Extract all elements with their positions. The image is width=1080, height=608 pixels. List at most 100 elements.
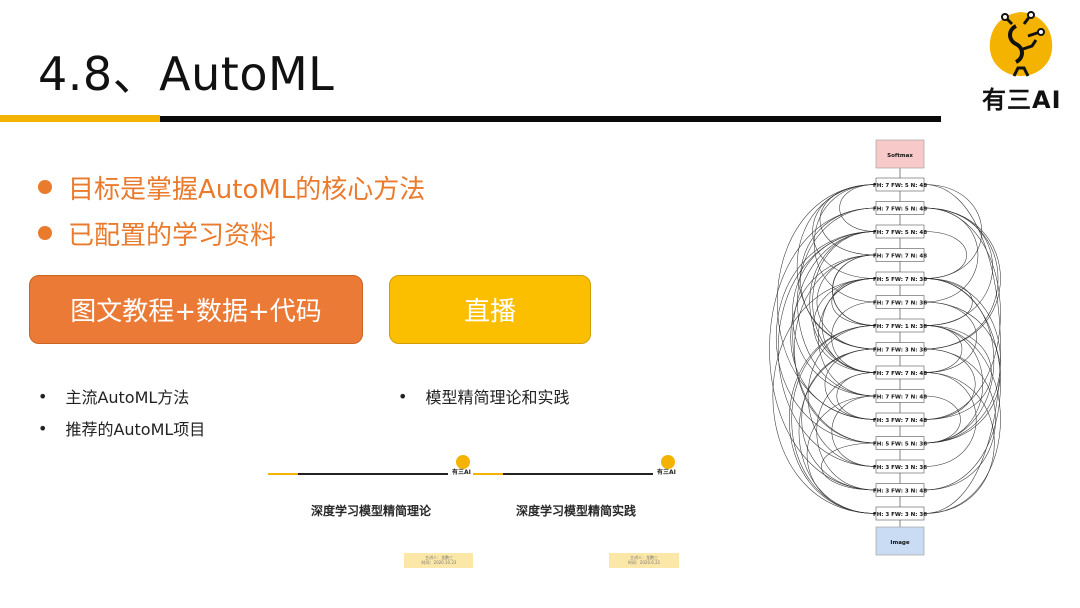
skip-arc <box>821 442 877 491</box>
layer-node: FH: 7 FW: 3 N: 36 <box>873 342 927 356</box>
layer-node: FH: 7 FW: 7 N: 48 <box>873 365 927 380</box>
layer-node: FH: 7 FW: 7 N: 48 <box>873 389 927 403</box>
thumb-note-line: 时间：2020.10.23 <box>421 560 457 565</box>
layer-label: FH: 5 FW: 7 N: 36 <box>873 277 927 283</box>
layer-node: FH: 3 FW: 3 N: 36 <box>873 506 927 521</box>
bullet-item: 目标是掌握AutoML的核心方法 <box>38 164 425 210</box>
live-sub-list: 模型精简理论和实践 <box>398 380 569 412</box>
skip-arc <box>777 184 877 420</box>
thumb-note-line: 时间：2020.6.21 <box>627 560 661 565</box>
image-label: Image <box>890 540 909 546</box>
layer-label: FH: 7 FW: 7 N: 36 <box>873 300 927 306</box>
live-button[interactable]: 直播 <box>389 275 591 344</box>
thumb-bar <box>298 473 448 475</box>
layer-label: FH: 3 FW: 3 N: 36 <box>873 512 927 518</box>
skip-arc <box>923 231 967 279</box>
skip-arc <box>923 301 977 373</box>
skip-arc <box>816 254 877 350</box>
layer-node: FH: 5 FW: 5 N: 36 <box>873 436 927 450</box>
layer-node: FH: 3 FW: 3 N: 48 <box>873 483 927 497</box>
skip-arc <box>775 231 877 444</box>
skip-arc <box>923 325 992 420</box>
skip-arc <box>923 184 1001 514</box>
layer-label: FH: 7 FW: 1 N: 36 <box>873 324 927 330</box>
logo-text: 有三AI <box>982 86 1062 114</box>
bullet-text: 已配置的学习资料 <box>68 220 277 251</box>
layer-label: FH: 7 FW: 7 N: 48 <box>873 253 927 259</box>
skip-arc <box>923 184 983 279</box>
skip-arc <box>923 207 979 303</box>
skip-arc <box>923 278 1001 444</box>
layer-label: FH: 7 FW: 3 N: 36 <box>873 347 927 353</box>
thumbnail-theory[interactable]: 有三AI 深度学习模型精简理论 主讲人：龙鹏三 时间：2020.10.23 <box>268 452 474 570</box>
slide-title: 4.8、AutoML <box>38 47 335 101</box>
logo-icon <box>989 11 1053 77</box>
thumb-note: 主讲人：龙鹏三 时间：2020.6.21 <box>609 553 679 568</box>
bullet-text: 目标是掌握AutoML的核心方法 <box>68 174 426 205</box>
bullet-list: 目标是掌握AutoML的核心方法 已配置的学习资料 <box>38 164 425 256</box>
layer-node: FH: 3 FW: 3 N: 36 <box>873 459 927 474</box>
skip-arc <box>831 395 877 467</box>
layer-node: FH: 7 FW: 7 N: 48 <box>873 248 927 262</box>
skip-arc <box>792 231 877 444</box>
thumbnail-practice[interactable]: 有三AI 深度学习模型精简实践 主讲人：龙鹏三 时间：2020.6.21 <box>473 452 679 570</box>
layer-label: FH: 7 FW: 7 N: 48 <box>873 371 927 377</box>
thumb-logo-icon <box>456 455 470 469</box>
skip-arc <box>769 207 877 491</box>
layer-node: FH: 7 FW: 7 N: 36 <box>873 295 927 309</box>
skip-arc <box>923 207 993 326</box>
skip-arc <box>831 301 877 373</box>
thumb-logo-text: 有三AI <box>657 469 676 476</box>
bullet-dot-icon <box>38 180 52 194</box>
skip-arc <box>818 278 877 397</box>
skip-arc <box>816 372 877 491</box>
layer-node: FH: 7 FW: 5 N: 48 <box>873 224 927 239</box>
skip-arc <box>839 184 877 232</box>
list-item: 模型精简理论和实践 <box>398 380 569 412</box>
image-node: Image <box>875 526 925 556</box>
skip-arc <box>812 184 877 279</box>
title-underline <box>160 116 941 122</box>
skip-arc <box>923 325 963 373</box>
tutorial-sub-list: 主流AutoML方法 推荐的AutoML项目 <box>38 380 205 444</box>
bullet-dot-icon <box>38 226 52 240</box>
skip-arc <box>923 207 999 350</box>
skip-arc <box>797 207 877 397</box>
tutorial-button[interactable]: 图文教程+数据+代码 <box>29 275 363 344</box>
layer-node: FH: 3 FW: 7 N: 48 <box>873 412 927 427</box>
layer-label: FH: 7 FW: 5 N: 48 <box>873 230 927 236</box>
layer-node: FH: 7 FW: 5 N: 48 <box>873 177 927 192</box>
skip-arc <box>800 207 877 350</box>
thumb-note-line: 主讲人：龙鹏三 <box>630 555 658 560</box>
layer-node: FH: 5 FW: 7 N: 36 <box>873 271 927 286</box>
thumb-bar-accent <box>473 473 503 475</box>
layer-label: FH: 7 FW: 7 N: 48 <box>873 394 927 400</box>
skip-arc <box>923 395 961 444</box>
skip-arc <box>923 348 996 491</box>
skip-arc <box>824 348 877 420</box>
skip-arc <box>813 278 877 373</box>
skip-arc <box>923 372 977 467</box>
softmax-label: Softmax <box>887 153 913 159</box>
layer-node: FH: 7 FW: 1 N: 36 <box>873 318 927 333</box>
layer-label: FH: 7 FW: 5 N: 48 <box>873 183 927 189</box>
skip-arc <box>821 278 877 373</box>
layer-node: FH: 7 FW: 5 N: 48 <box>873 201 927 215</box>
skip-arc <box>923 372 995 514</box>
skip-arc <box>923 325 1001 514</box>
list-item: 推荐的AutoML项目 <box>38 412 205 444</box>
thumb-logo-icon <box>661 455 675 469</box>
layer-label: FH: 3 FW: 3 N: 36 <box>873 465 927 471</box>
thumb-note-line: 主讲人：龙鹏三 <box>425 555 453 560</box>
layer-label: FH: 5 FW: 5 N: 36 <box>873 441 927 447</box>
thumb-title: 深度学习模型精简实践 <box>515 504 636 518</box>
skip-arc <box>772 278 877 514</box>
thumb-note: 主讲人：龙鹏三 时间：2020.10.23 <box>404 553 474 568</box>
thumb-logo-text: 有三AI <box>452 469 471 476</box>
skip-arc <box>923 348 976 420</box>
skip-arc <box>798 348 877 514</box>
softmax-node: Softmax <box>875 139 925 169</box>
bullet-item: 已配置的学习资料 <box>38 210 425 256</box>
